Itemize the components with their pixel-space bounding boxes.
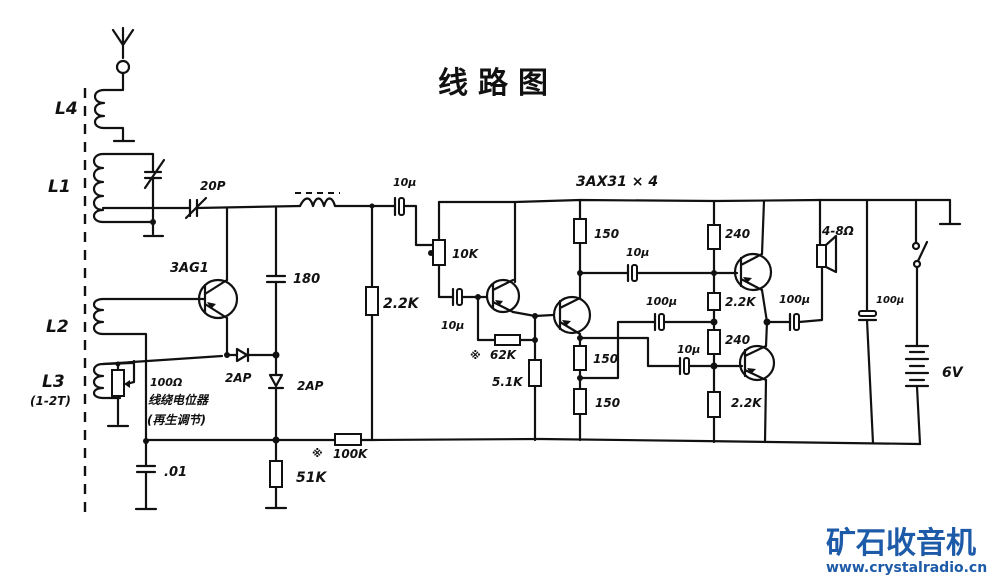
- label-l3: L3: [42, 372, 65, 392]
- label-battery: 6V: [942, 365, 964, 381]
- resistor-240-low: [707, 329, 721, 355]
- resistor-150-mid: [573, 345, 587, 371]
- label-r2k2-top: 2.2K: [725, 295, 757, 309]
- label-pot-value: 100Ω: [150, 376, 182, 389]
- label-r5k1: 5.1K: [492, 375, 524, 389]
- potentiometer-100ohm-icon: [106, 359, 136, 428]
- resistor-62k: [494, 334, 521, 346]
- watermark-logo: 矿石收音机 www.crystalradio.cn: [826, 526, 987, 576]
- label-q1: 3AG1: [170, 261, 209, 276]
- electrolytic-capacitor-10u-in: [393, 196, 405, 217]
- battery-icon: [904, 344, 930, 446]
- diode-icon: [267, 373, 285, 442]
- label-r100k-mark: ※: [312, 447, 323, 460]
- resistor-240-top: [707, 224, 721, 250]
- label-d2: 2AP: [297, 379, 324, 393]
- label-c10u-mid: 10μ: [626, 246, 649, 259]
- label-r240-top: 240: [725, 227, 750, 241]
- transistor-q4-icon: [733, 252, 773, 292]
- label-pot-type: 线绕电位器: [148, 393, 210, 407]
- label-r150-top: 150: [594, 227, 619, 241]
- rf-choke-icon: [295, 192, 374, 208]
- electrolytic-capacitor-10u-b: [451, 287, 463, 307]
- speaker-icon: [816, 198, 838, 274]
- label-r2k2-low: 2.2K: [731, 396, 763, 410]
- resistor-2k2-load: [365, 286, 379, 316]
- label-r62k-mark: ※: [470, 349, 481, 362]
- label-l2: L2: [46, 317, 69, 337]
- resistor-150-bot: [573, 388, 587, 415]
- label-pot-note: (再生调节): [147, 413, 206, 427]
- inductor-l3: [92, 361, 135, 400]
- label-d1: 2AP: [225, 371, 252, 385]
- transistor-q2-icon: [485, 278, 521, 314]
- label-c180: 180: [293, 272, 320, 287]
- label-vol10k: 10K: [452, 247, 480, 261]
- label-speaker: 4-8Ω: [821, 224, 854, 238]
- electrolytic-capacitor-100u-filter: [857, 310, 878, 322]
- label-r51k: 51K: [296, 470, 327, 486]
- diode-icon: [225, 347, 278, 363]
- label-c100u-out: 100μ: [779, 293, 810, 306]
- electrolytic-capacitor-10u-mid: [626, 263, 638, 283]
- label-r100k: 100K: [333, 447, 369, 461]
- inductor-l2: [92, 297, 207, 362]
- label-r240-low: 240: [725, 333, 750, 347]
- electrolytic-capacitor-10u-low: [678, 356, 690, 376]
- potentiometer-10k-icon: [428, 200, 455, 299]
- transistor-q5-icon: [738, 344, 776, 382]
- label-c-tune: 20P: [200, 179, 226, 193]
- watermark-name: 矿石收音机: [826, 526, 976, 561]
- label-l4: L4: [55, 99, 78, 119]
- label-r2k2-load: 2.2K: [383, 296, 420, 312]
- resistor-51k: [264, 438, 288, 510]
- label-c10u-in: 10μ: [393, 176, 416, 189]
- switch-icon[interactable]: [911, 198, 929, 347]
- antenna-icon: [111, 26, 135, 75]
- inductor-l4: [93, 71, 136, 143]
- label-r62k: 62K: [490, 348, 518, 362]
- transistor-q3-icon: [552, 295, 592, 336]
- watermark-url: www.crystalradio.cn: [826, 560, 987, 576]
- variable-capacitor-icon: [142, 152, 166, 238]
- label-c100u-mid: 100μ: [646, 295, 677, 308]
- label-c100u-filter: 100μ: [876, 295, 904, 306]
- inductor-l1: [92, 152, 155, 224]
- resistor-100k: [334, 433, 374, 446]
- label-c001: .01: [164, 465, 187, 480]
- label-r150-bot: 150: [595, 396, 620, 410]
- capacitor-001: [134, 439, 158, 511]
- resistor-150-top: [573, 218, 587, 244]
- resistor-2k2-low: [707, 391, 721, 418]
- label-amp-transistors: 3AX31 × 4: [576, 174, 658, 190]
- resistor-2k2-top: [707, 292, 721, 311]
- label-c10u-low: 10μ: [677, 343, 700, 356]
- label-r150-mid: 150: [593, 352, 618, 366]
- label-l3-turns: (1-2T): [30, 394, 71, 408]
- label-c10u-b: 10μ: [441, 319, 464, 332]
- diagram-title: 线路图: [438, 66, 558, 101]
- label-l1: L1: [48, 177, 71, 197]
- electrolytic-capacitor-100u-mid: [653, 312, 665, 332]
- electrolytic-capacitor-100u-out: [788, 312, 800, 332]
- resistor-5k1: [528, 359, 542, 387]
